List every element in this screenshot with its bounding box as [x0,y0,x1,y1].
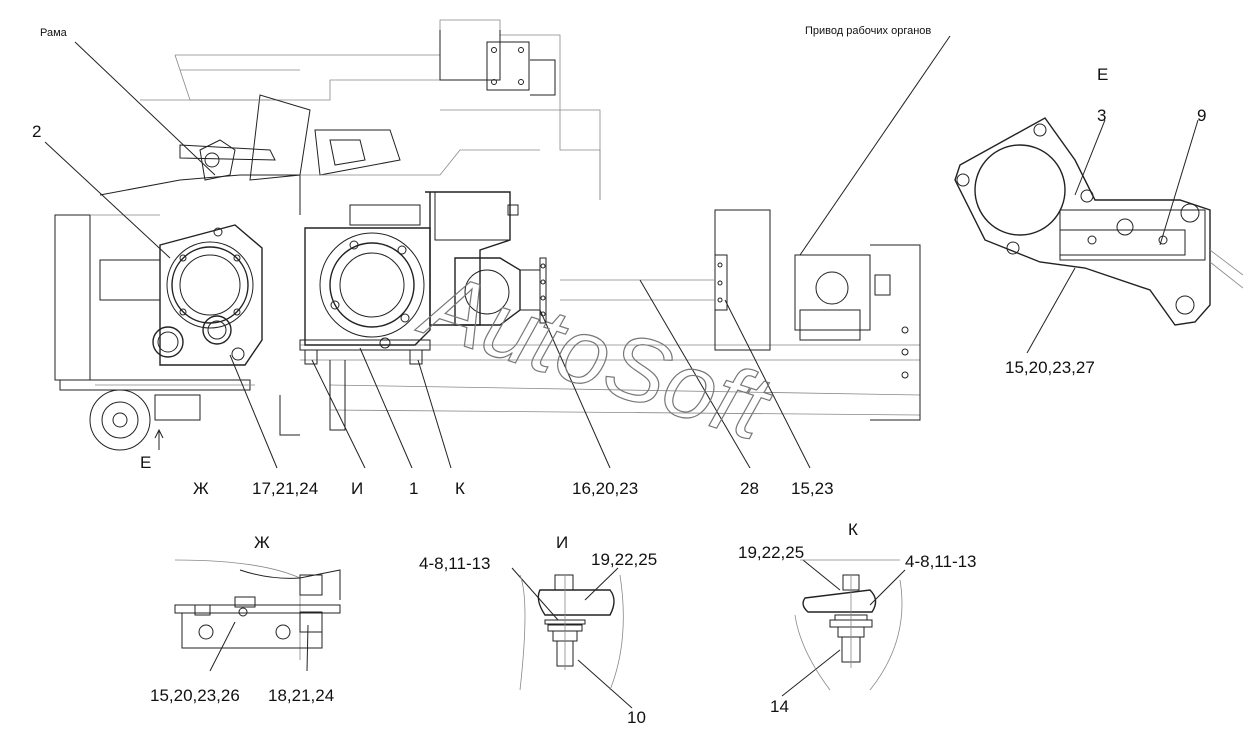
label-k-19-22-25: 19,22,25 [738,543,804,562]
label-e-3: 3 [1097,106,1106,125]
label-zh-18-21-24: 18,21,24 [268,686,334,705]
label-rama: Рама [40,27,68,39]
frame-structure [54,19,921,436]
label-2: 2 [32,122,41,141]
central-gearbox [299,227,431,365]
label-view-e: Е [1097,65,1108,84]
detail-zh-drawing [174,559,341,660]
label-e-arrow: Е [140,453,151,472]
label-k-14: 14 [770,697,789,716]
detail-k-title: К [848,520,858,539]
detail-k-drawing [794,559,903,691]
label-k: К [455,479,465,498]
label-i-19-22-25: 19,22,25 [591,550,657,569]
label-i: И [351,479,363,498]
left-gearbox [59,224,263,451]
label-i-4-8-11-13: 4-8,11-13 [419,554,491,573]
detail-e-drawing [954,117,1243,326]
label-28: 28 [740,479,759,498]
label-e-9: 9 [1197,106,1206,125]
leader-lines [44,35,1199,709]
drive-motor [425,191,547,326]
label-15-23: 15,23 [791,479,834,498]
label-17-21-24: 17,21,24 [252,479,318,498]
label-zh: Ж [193,479,209,498]
detail-i-drawing [519,574,624,691]
label-e-15-20-23-27: 15,20,23,27 [1005,358,1095,377]
detail-zh-title: Ж [254,533,270,552]
label-i-10: 10 [627,708,646,727]
label-16-20-23: 16,20,23 [572,479,638,498]
detail-i-title: И [556,533,568,552]
label-k-4-8-11-13: 4-8,11-13 [905,552,977,571]
right-drive [560,209,921,421]
label-zh-15-20-23-26: 15,20,23,26 [150,686,240,705]
label-1: 1 [409,479,418,498]
label-privod: Привод рабочих органов [805,25,931,37]
